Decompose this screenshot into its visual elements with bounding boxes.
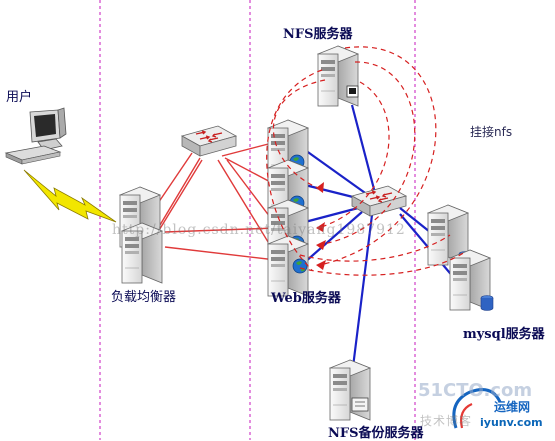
nfs-backup-server-icon xyxy=(329,359,371,421)
nfs-mount-arrows xyxy=(266,46,466,276)
user-label: 用户 xyxy=(6,90,33,105)
nfs-server-label: NFS服务器 xyxy=(283,27,353,42)
tech-blog-watermark: 技术博客 xyxy=(420,414,473,428)
zone-dividers xyxy=(99,0,416,440)
nfs-backup-label: NFS备份服务器 xyxy=(328,426,424,441)
lan-switch-icon xyxy=(181,125,237,157)
brand-watermark: 51CTO.com xyxy=(418,380,533,401)
web-servers-label: Web服务器 xyxy=(271,291,341,306)
mysql-servers-label: mysql服务器 xyxy=(463,327,545,342)
web-servers-icon xyxy=(267,119,309,297)
user-computer-icon xyxy=(4,107,67,165)
blog-watermark: http://blog.csdn.net/taiyang1987912 xyxy=(112,222,406,238)
wireless-link xyxy=(23,169,117,223)
mount-nfs-label: 挂接nfs xyxy=(470,125,513,139)
site-name-watermark: 运维网 xyxy=(494,400,531,414)
site-logo-icon xyxy=(452,388,502,429)
nfs-server-icon xyxy=(317,45,359,107)
lan-links xyxy=(149,141,277,261)
load-balancer-label: 负载均衡器 xyxy=(111,290,177,305)
site-url-watermark: iyunv.com xyxy=(480,416,543,429)
mysql-servers-icon xyxy=(427,204,494,311)
